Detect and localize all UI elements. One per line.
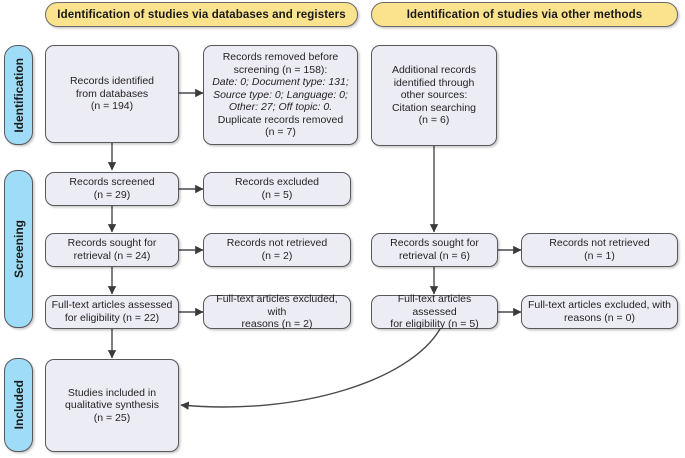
box-records-identified: Records identified from databases (n = 1… [45, 45, 179, 143]
box-records-removed-line1: Records removed before screening (n = 15… [222, 50, 339, 76]
stage-label-identification: Identification [11, 57, 26, 133]
banner-databases-label: Identification of studies via databases … [57, 8, 346, 21]
box-records-removed-line3: Duplicate records removed (n = 7) [217, 113, 344, 139]
box-records-removed: Records removed before screening (n = 15… [203, 45, 358, 145]
banner-other-methods: Identification of studies via other meth… [371, 2, 678, 27]
box-records-identified-text: Records identified from databases (n = 1… [69, 75, 155, 113]
box-records-screened: Records screened (n = 29) [45, 172, 179, 206]
box-records-removed-line2: Date: 0; Document type: 131; Source type… [212, 76, 349, 114]
box-records-sought-text: Records sought for retrieval (n = 24) [67, 237, 157, 262]
stage-tab-identification: Identification [4, 45, 33, 145]
box-other-records-sought-text: Records sought for retrieval (n = 6) [390, 237, 479, 262]
box-records-excluded-text: Records excluded (n = 5) [234, 176, 320, 201]
box-other-fulltext-assessed: Full-text articles assessed for eligibil… [371, 293, 498, 331]
box-other-fulltext-excluded: Full-text articles excluded, with reason… [521, 295, 678, 329]
box-fulltext-excluded: Full-text articles excluded, with reason… [203, 293, 351, 331]
banner-databases-registers: Identification of studies via databases … [45, 2, 358, 27]
box-records-screened-text: Records screened (n = 29) [69, 176, 155, 201]
box-records-excluded: Records excluded (n = 5) [203, 172, 351, 206]
box-additional-records: Additional records identified through ot… [371, 45, 497, 146]
box-other-fulltext-excluded-text: Full-text articles excluded, with reason… [528, 299, 671, 324]
box-fulltext-assessed: Full-text articles assessed for eligibil… [45, 295, 179, 329]
box-other-fulltext-assessed-text: Full-text articles assessed for eligibil… [390, 293, 479, 331]
box-fulltext-excluded-text: Full-text articles excluded, with reason… [216, 293, 338, 331]
box-other-records-not-retrieved-text: Records not retrieved (n = 1) [549, 237, 650, 262]
box-studies-included: Studies included in qualitative synthesi… [45, 359, 179, 452]
stage-label-screening: Screening [11, 219, 26, 279]
box-additional-records-text: Additional records identified through ot… [391, 64, 477, 127]
banner-other-label: Identification of studies via other meth… [406, 8, 643, 21]
stage-tab-included: Included [4, 358, 33, 452]
box-studies-included-text: Studies included in qualitative synthesi… [65, 386, 159, 424]
box-fulltext-assessed-text: Full-text articles assessed for eligibil… [51, 299, 173, 324]
box-other-records-not-retrieved: Records not retrieved (n = 1) [521, 233, 678, 267]
arrow-other-fulltext-to-included [180, 328, 441, 410]
box-records-not-retrieved: Records not retrieved (n = 2) [203, 233, 351, 267]
stage-label-included: Included [11, 380, 26, 430]
box-other-records-sought: Records sought for retrieval (n = 6) [371, 233, 498, 267]
stage-tab-screening: Screening [4, 170, 33, 328]
box-records-sought: Records sought for retrieval (n = 24) [45, 233, 179, 267]
box-records-not-retrieved-text: Records not retrieved (n = 2) [226, 237, 328, 262]
